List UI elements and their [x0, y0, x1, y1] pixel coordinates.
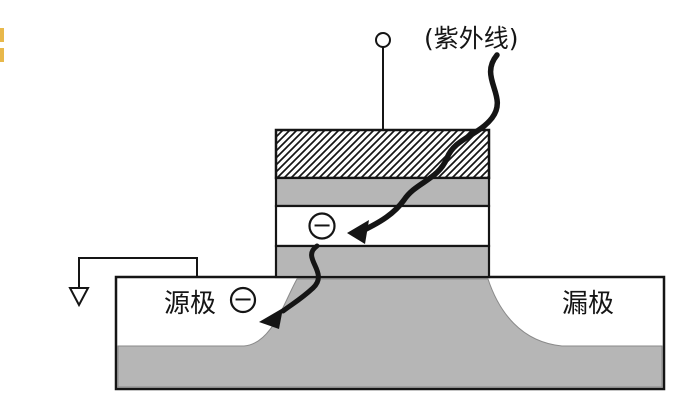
source-electron-circle [229, 286, 257, 314]
electron-transfer-arrow [280, 243, 321, 314]
uv-ray-arrowhead-icon [347, 220, 369, 244]
electron-transfer-arrowhead-icon [259, 308, 283, 329]
gate-upper-gray-layer [274, 176, 491, 208]
uv-ray-arrow [363, 52, 500, 232]
source-electron-icon: − [229, 285, 257, 314]
scan-artifact-mark [0, 28, 4, 42]
gate-electron-icon: − [308, 211, 336, 240]
gate-terminal-node [375, 32, 391, 48]
source-label: 源极 [164, 289, 216, 319]
uv-light-label: (紫外线) [424, 24, 519, 53]
source-electron-minus: − [233, 285, 253, 313]
drain-label: 漏极 [562, 289, 614, 319]
gate-hatched-layer [274, 128, 491, 180]
gate-lower-gray-layer [274, 244, 491, 279]
ground-lead [78, 257, 198, 288]
substrate-doped-region [117, 278, 663, 388]
gate-white-layer [274, 204, 491, 248]
scan-artifact [0, 28, 4, 62]
gate-electron-circle [308, 212, 336, 240]
scan-artifact-mark [0, 48, 4, 62]
gate-electron-minus: − [312, 211, 332, 239]
ground-arrow-icon [68, 287, 90, 308]
